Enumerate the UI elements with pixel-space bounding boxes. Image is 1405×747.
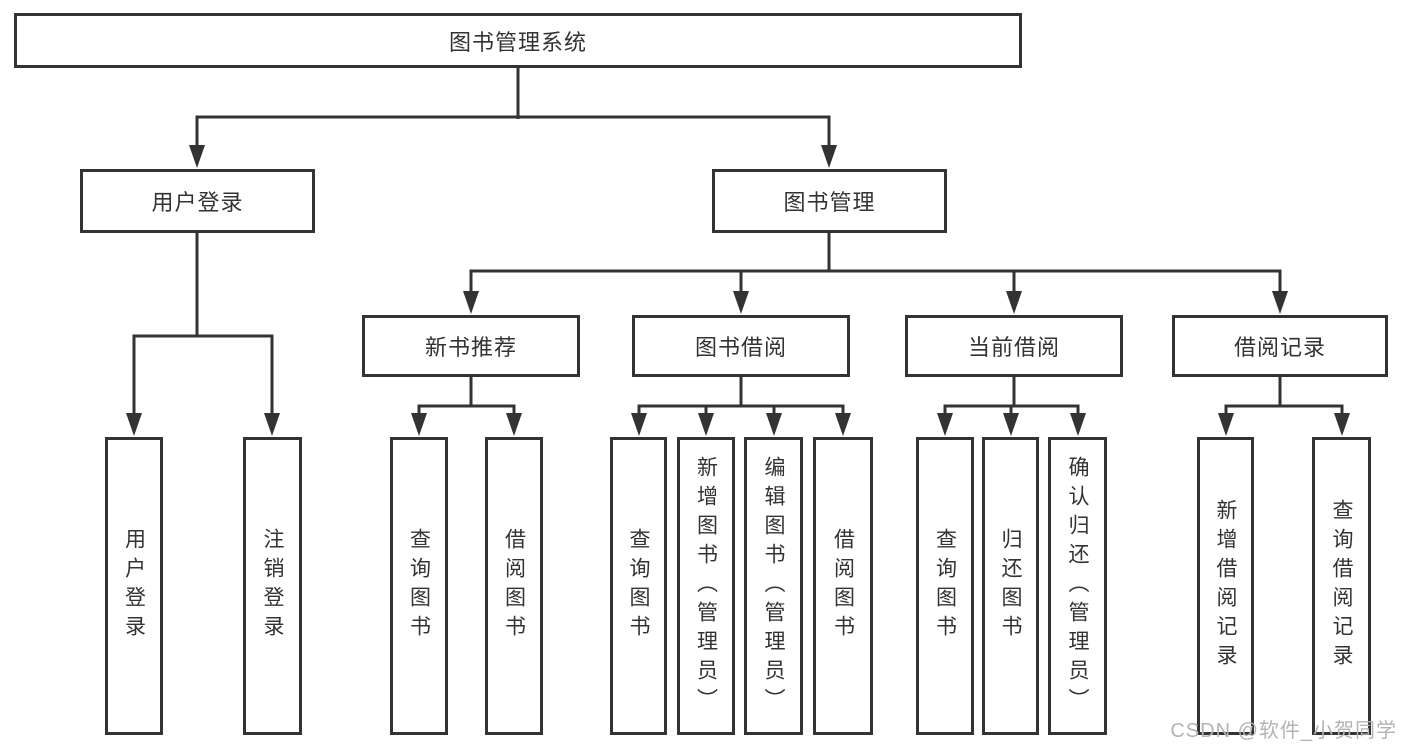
leaf-query-books-recommend-label: 查询图书 bbox=[407, 528, 431, 644]
leaf-query-books-current: 查询图书 bbox=[916, 437, 974, 735]
leaf-query-borrow-record-label: 查询借阅记录 bbox=[1330, 499, 1353, 673]
node-root: 图书管理系统 bbox=[14, 13, 1022, 68]
leaf-return-book-label: 归还图书 bbox=[999, 528, 1022, 644]
leaf-query-books-borrow-label: 查询图书 bbox=[627, 528, 650, 644]
node-user-login: 用户登录 bbox=[80, 169, 315, 233]
leaf-confirm-return-admin: 确认归还（管理员） bbox=[1048, 437, 1107, 735]
node-user-login-label: 用户登录 bbox=[151, 190, 244, 215]
leaf-add-borrow-record: 新增借阅记录 bbox=[1197, 437, 1254, 735]
node-borrow-records-label: 借阅记录 bbox=[1233, 335, 1326, 360]
node-book-borrow: 图书借阅 bbox=[632, 315, 850, 377]
leaf-query-books-borrow: 查询图书 bbox=[610, 437, 667, 735]
leaf-query-books-current-label: 查询图书 bbox=[933, 528, 957, 644]
leaf-edit-book-admin: 编辑图书（管理员） bbox=[744, 437, 803, 735]
node-new-book-recommend-label: 新书推荐 bbox=[424, 335, 517, 360]
node-new-book-recommend: 新书推荐 bbox=[362, 315, 580, 377]
leaf-user-login: 用户登录 bbox=[105, 437, 163, 735]
leaf-edit-book-admin-label: 编辑图书（管理员） bbox=[762, 455, 785, 717]
node-current-borrow-label: 当前借阅 bbox=[967, 335, 1060, 360]
leaf-logout: 注销登录 bbox=[243, 437, 302, 735]
node-borrow-records: 借阅记录 bbox=[1172, 315, 1388, 377]
node-root-label: 图书管理系统 bbox=[448, 29, 587, 55]
node-book-borrow-label: 图书借阅 bbox=[694, 335, 787, 360]
csdn-watermark: CSDN @软件_小贺同学 bbox=[1170, 720, 1397, 742]
leaf-confirm-return-admin-label: 确认归还（管理员） bbox=[1066, 455, 1089, 717]
leaf-add-book-admin: 新增图书（管理员） bbox=[677, 437, 735, 735]
node-book-management-label: 图书管理 bbox=[783, 190, 876, 215]
leaf-logout-label: 注销登录 bbox=[261, 528, 284, 644]
leaf-borrow-books-recommend: 借阅图书 bbox=[485, 437, 543, 735]
leaf-add-book-admin-label: 新增图书（管理员） bbox=[694, 455, 718, 717]
leaf-add-borrow-record-label: 新增借阅记录 bbox=[1214, 499, 1237, 673]
leaf-borrow-books-borrow-label: 借阅图书 bbox=[831, 528, 855, 644]
node-current-borrow: 当前借阅 bbox=[905, 315, 1123, 377]
leaf-user-login-label: 用户登录 bbox=[122, 528, 146, 644]
leaf-query-borrow-record: 查询借阅记录 bbox=[1312, 437, 1371, 735]
leaf-borrow-books-recommend-label: 借阅图书 bbox=[502, 528, 526, 644]
node-book-management: 图书管理 bbox=[712, 169, 947, 233]
leaf-query-books-recommend: 查询图书 bbox=[390, 437, 448, 735]
leaf-return-book: 归还图书 bbox=[982, 437, 1039, 735]
leaf-borrow-books-borrow: 借阅图书 bbox=[813, 437, 873, 735]
